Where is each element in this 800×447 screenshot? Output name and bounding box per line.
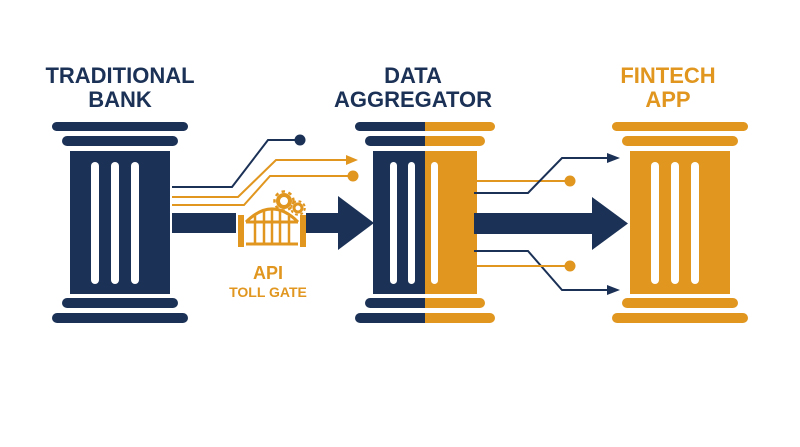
aggregator-pillar (355, 122, 495, 323)
main-flow-arrow-1 (172, 196, 374, 250)
fintech-title-line2: APP (645, 87, 690, 112)
gate-sublabel: TOLL GATE (229, 284, 307, 300)
fintech-title: FINTECH (620, 63, 715, 88)
aggregator-title-line2: AGGREGATOR (334, 87, 492, 112)
bank-data-lines (172, 134, 359, 206)
gear-icon (273, 190, 306, 216)
gate-label: API (253, 263, 283, 283)
fintech-pillar (612, 122, 748, 323)
bank-title-line2: BANK (88, 87, 152, 112)
aggregator-data-lines (474, 153, 620, 295)
bank-pillar (52, 122, 188, 323)
gate-icon (238, 207, 306, 247)
bank-title: TRADITIONAL (45, 63, 194, 88)
main-flow-arrow-2 (474, 197, 628, 250)
aggregator-title: DATA (384, 63, 442, 88)
